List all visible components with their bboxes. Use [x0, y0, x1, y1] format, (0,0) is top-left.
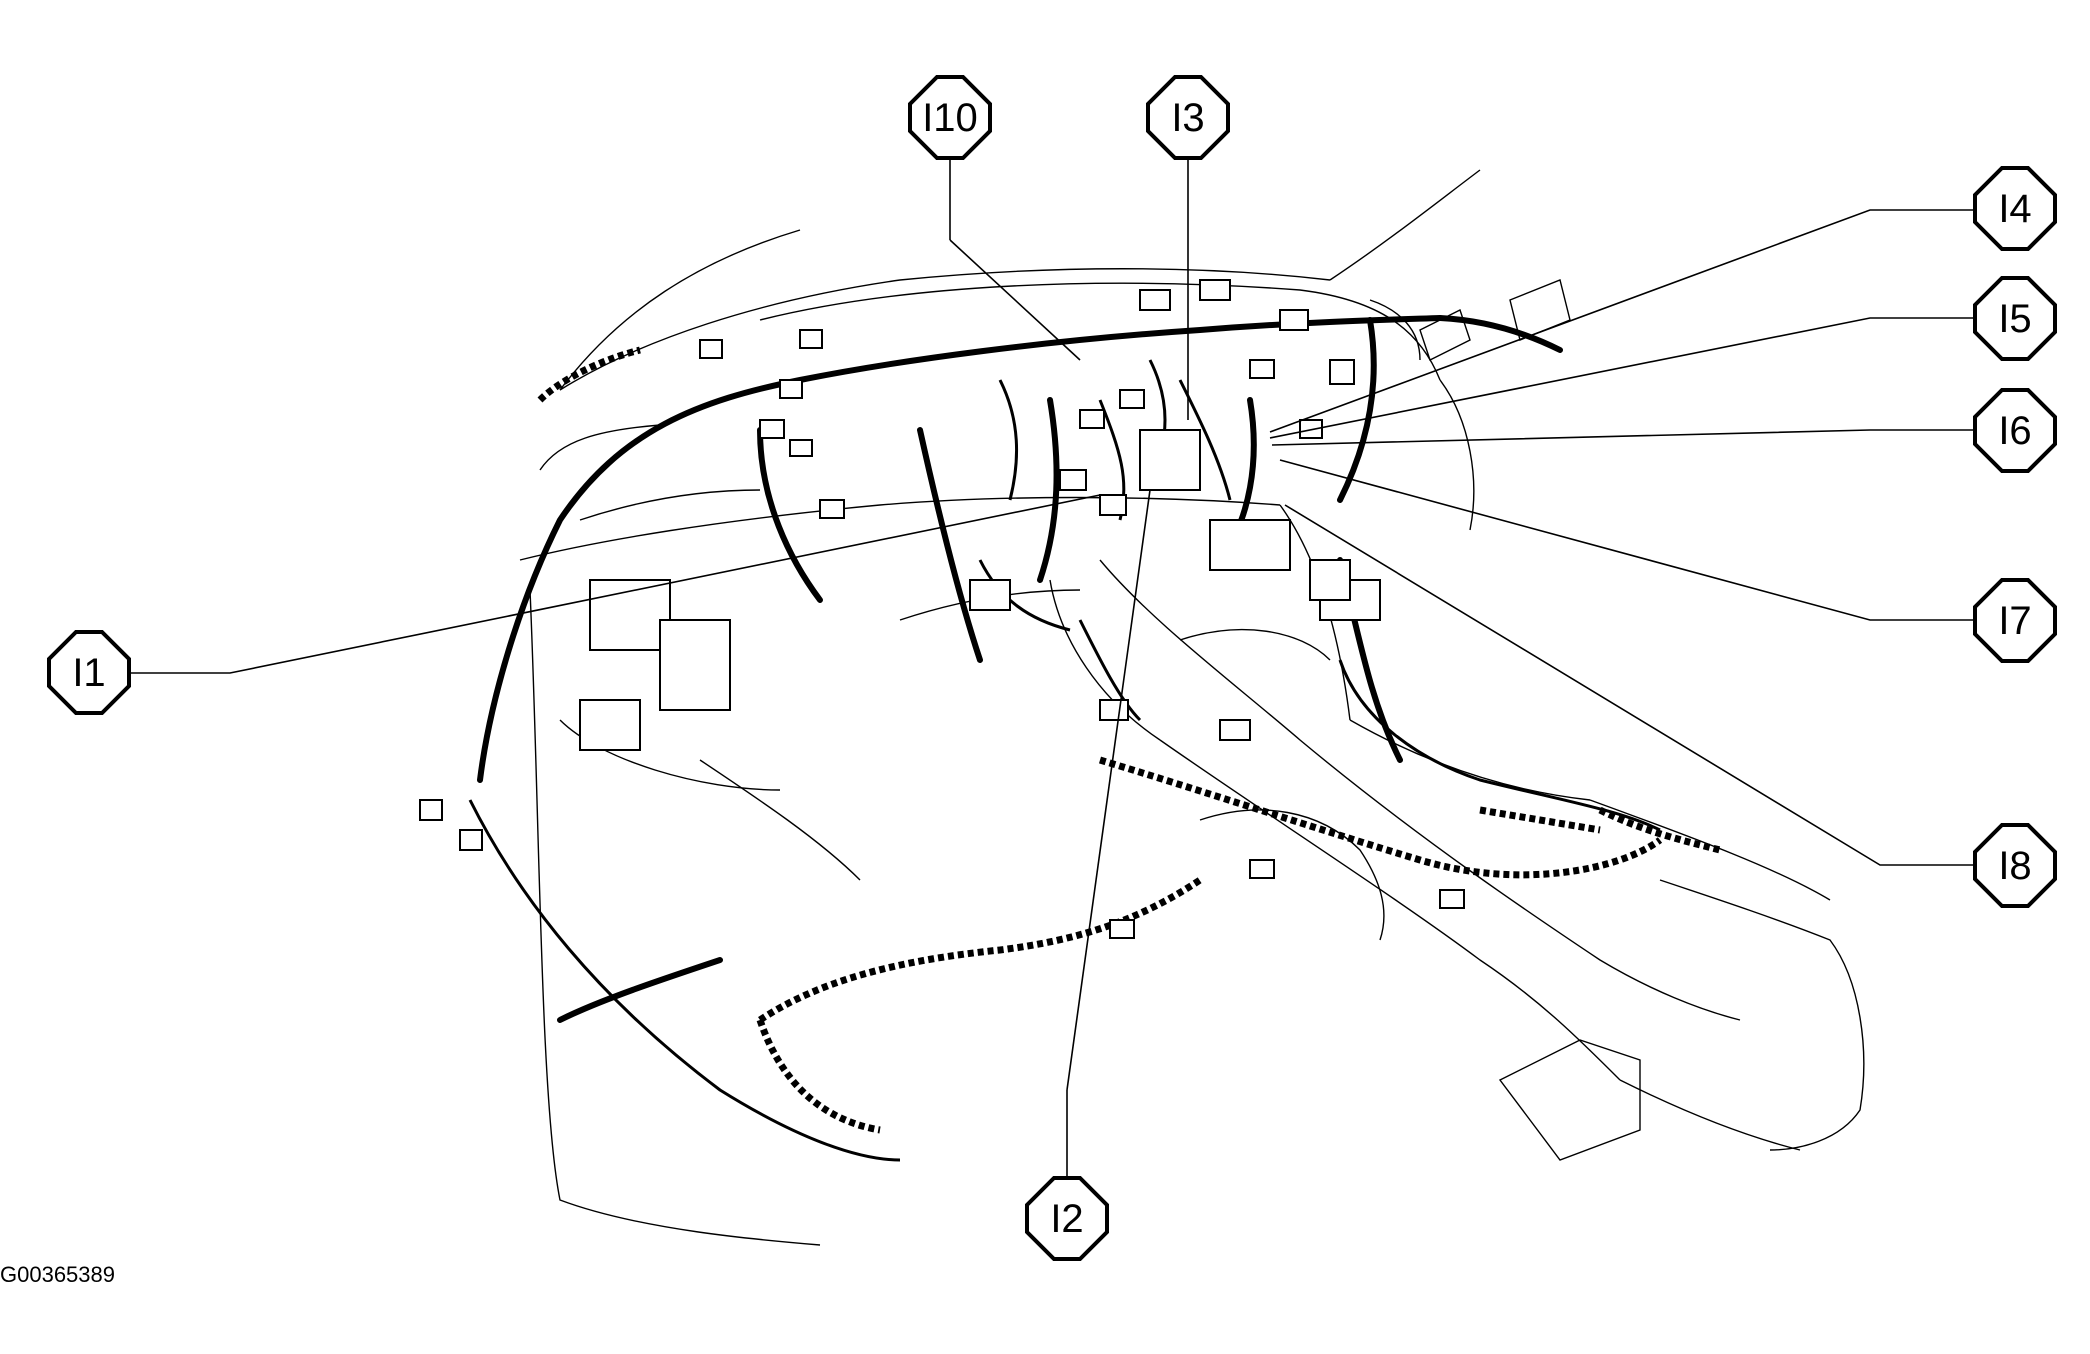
callout-I1: I1 [47, 630, 131, 715]
thin-harness [468, 359, 1661, 1162]
callout-I4: I4 [1973, 166, 2057, 251]
callout-label: I8 [1998, 844, 2031, 888]
dashed-harness [537, 346, 1721, 1134]
callout-label: I5 [1998, 297, 2031, 341]
wiring-harness [477, 315, 1563, 1023]
callout-label: I10 [922, 96, 978, 140]
connectors [419, 279, 1465, 939]
callout-I10: I10 [908, 75, 992, 160]
callout-I6: I6 [1973, 388, 2057, 473]
figure-id: G00365389 [0, 1262, 115, 1287]
callout-label: I2 [1050, 1197, 1083, 1241]
callout-I8: I8 [1973, 823, 2057, 908]
callout-I3: I3 [1146, 75, 1230, 160]
callout-I2: I2 [1025, 1176, 1109, 1261]
callout-I7: I7 [1973, 578, 2057, 663]
dashboard-outline [519, 169, 1865, 1246]
callout-I5: I5 [1973, 276, 2057, 361]
leader-lines [130, 156, 1980, 1178]
callout-label: I1 [72, 651, 105, 695]
callout-label: I3 [1171, 96, 1204, 140]
callout-label: I7 [1998, 599, 2031, 643]
callout-label: I6 [1998, 409, 2031, 453]
callout-label: I4 [1998, 187, 2031, 231]
